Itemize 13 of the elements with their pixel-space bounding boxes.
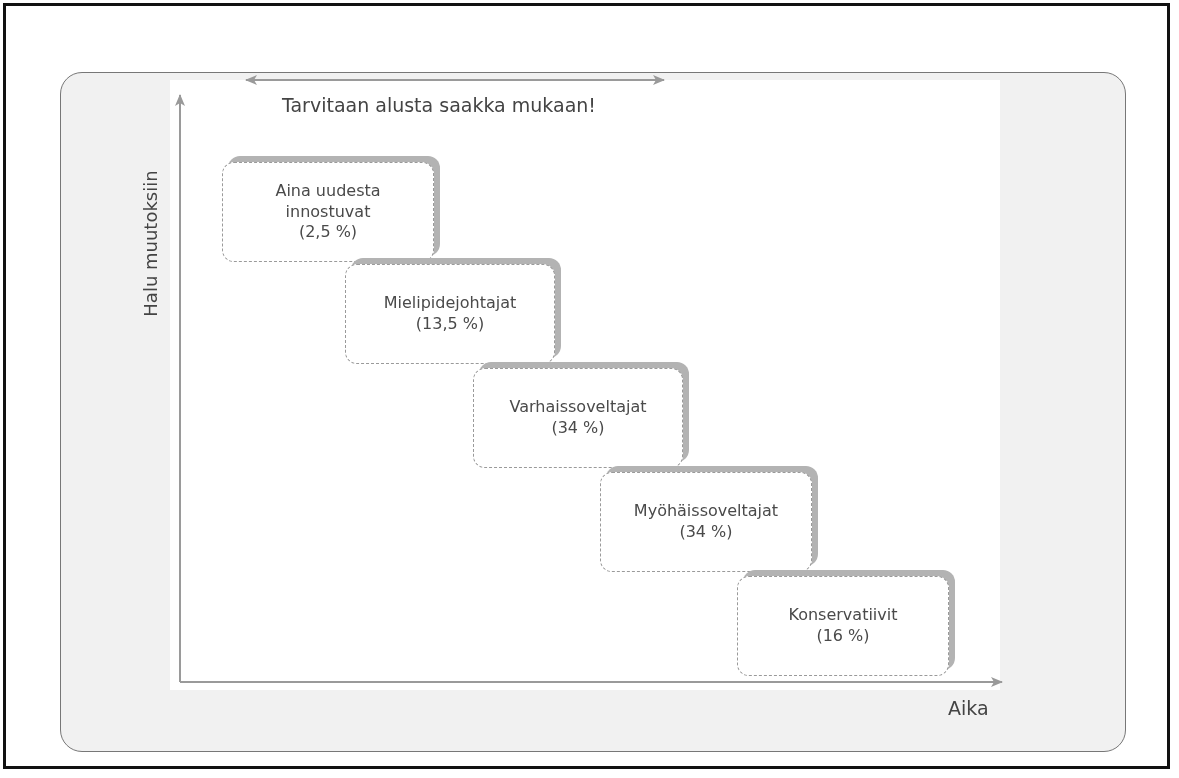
group-name: Mielipidejohtajat [383, 293, 517, 314]
percentage: (34 %) [679, 522, 733, 543]
percentage: (16 %) [816, 626, 870, 647]
group-name: Myöhäissoveltajat [633, 501, 779, 522]
group-name: Varhaissoveltajat [509, 397, 647, 418]
axis-title: Halu muutoksiin [139, 170, 161, 317]
group-name: Konservatiivit [788, 605, 898, 626]
percentage: (2,5 %) [298, 222, 358, 244]
percentage: (34 %) [551, 418, 605, 439]
note: Tarvitaan alusta saakka mukaan! [282, 94, 596, 116]
axis-title: Aika [948, 697, 989, 719]
percentage: (13,5 %) [415, 314, 485, 335]
group-name: Aina uudesta innostuvat [274, 180, 382, 223]
